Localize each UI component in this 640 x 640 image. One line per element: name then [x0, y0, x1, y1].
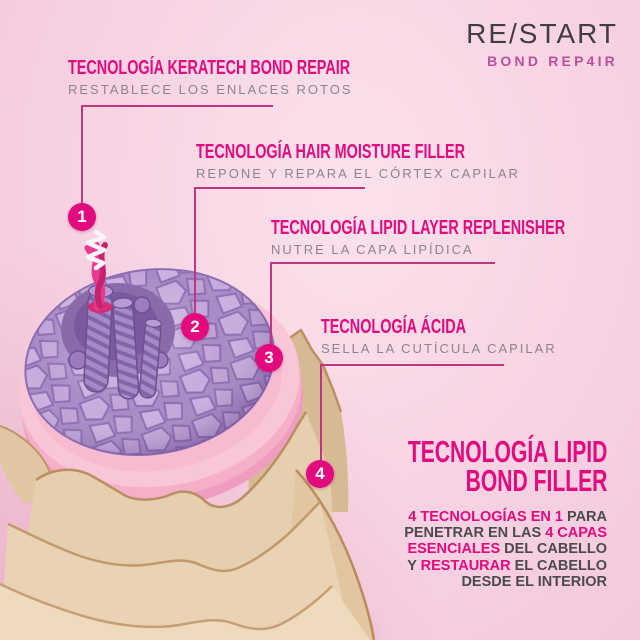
hair-cross-section-illustration: [0, 229, 376, 640]
callout-2-line-vertical: [194, 187, 196, 315]
callout-3-line-vertical: [270, 262, 272, 346]
footer-segment: RESTAURAR: [420, 557, 511, 574]
callout-1-subtitle: RESTABLECE LOS ENLACES ROTOS: [68, 82, 353, 97]
footer-segment: DEL CABELLO: [504, 541, 607, 558]
callout-1-line-vertical: [81, 105, 83, 205]
footer-segment: EL CABELLO: [510, 557, 607, 574]
callout-2-title: TECNOLOGÍA HAIR MOISTURE FILLER: [196, 141, 466, 163]
footer-segment: 4 CAPAS: [545, 525, 607, 542]
footer-segment: 4 TECNOLOGÍAS EN 1: [408, 509, 567, 525]
brand-tagline: BOND REP4IR: [487, 53, 618, 69]
callout-3-title: TECNOLOGÍA LIPID LAYER REPLENISHER: [271, 217, 566, 239]
footer-heading-line1: TECNOLOGÍA LIPID: [407, 434, 607, 469]
bond-spring-icon: [85, 229, 107, 271]
callout-1-title: TECNOLOGÍA KERATECH BOND REPAIR: [68, 57, 351, 79]
callout-3: TECNOLOGÍA LIPID LAYER REPLENISHER NUTRE…: [271, 218, 640, 257]
footer-body-line: 4 TECNOLOGÍAS EN 1 PARA: [314, 509, 607, 525]
callout-2-line-horizontal: [194, 187, 365, 189]
footer-segment: PENETRAR EN LAS: [404, 525, 546, 542]
marker-3: 3: [255, 344, 283, 372]
footer-body-line: ESENCIALES DEL CABELLO: [314, 541, 607, 557]
footer-segment: Y: [407, 557, 421, 574]
callout-4: TECNOLOGÍA ÁCIDA SELLA LA CUTÍCULA CAPIL…: [321, 317, 557, 356]
cuticle-front-layers: [0, 411, 376, 640]
footer-segment: DESDE EL INTERIOR: [461, 573, 607, 590]
footer-segment: ESENCIALES: [407, 541, 505, 558]
footer-body: 4 TECNOLOGÍAS EN 1 PARA PENETRAR EN LAS …: [314, 509, 607, 590]
callout-2-subtitle: REPONE Y REPARA EL CÓRTEX CAPILAR: [196, 166, 520, 181]
footer-heading-line2: BOND FILLER: [465, 463, 607, 498]
footer-block: TECNOLOGÍA LIPID BOND FILLER 4 TECNOLOGÍ…: [314, 434, 607, 590]
marker-4: 4: [306, 460, 334, 488]
marker-1: 1: [68, 203, 96, 231]
callout-4-title: TECNOLOGÍA ÁCIDA: [321, 316, 467, 338]
callout-3-line-horizontal: [270, 262, 495, 264]
footer-body-line: DESDE EL INTERIOR: [314, 574, 607, 590]
callout-4-subtitle: SELLA LA CUTÍCULA CAPILAR: [321, 341, 557, 356]
callout-1: TECNOLOGÍA KERATECH BOND REPAIR RESTABLE…: [68, 58, 460, 97]
callout-4-line-horizontal: [320, 364, 504, 366]
brand-name: RE/START: [466, 18, 618, 49]
footer-body-line: PENETRAR EN LAS 4 CAPAS: [314, 525, 607, 541]
callout-2: TECNOLOGÍA HAIR MOISTURE FILLER REPONE Y…: [196, 142, 570, 181]
brand-logo: RE/START BOND REP4IR: [466, 18, 618, 69]
callout-1-line-horizontal: [81, 105, 273, 107]
marker-2: 2: [181, 313, 209, 341]
footer-segment: PARA: [566, 509, 607, 525]
footer-body-line: Y RESTAURAR EL CABELLO: [314, 558, 607, 574]
callout-4-line-vertical: [320, 364, 322, 462]
callout-3-subtitle: NUTRE LA CAPA LIPÍDICA: [271, 242, 474, 257]
